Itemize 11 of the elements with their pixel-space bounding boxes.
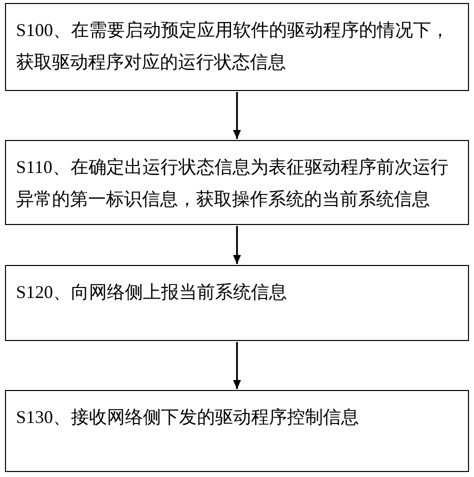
process-box xyxy=(5,140,469,225)
arrow xyxy=(233,226,241,264)
step-text: S120、向网络侧上报当前系统信息 xyxy=(16,281,288,304)
arrow xyxy=(233,342,241,389)
step-text: S110、在确定出运行状态信息为表征驱动程序前次运行异常的第一标识信息，获取操作系统的当前系统信息 xyxy=(16,156,450,211)
step-text: S100、在需要启动预定应用软件的驱动程序的情况下，获取驱动程序对应的运行状态信息 xyxy=(16,19,450,74)
process-box xyxy=(5,3,469,91)
arrow xyxy=(233,92,241,139)
process-box xyxy=(5,265,469,341)
process-box xyxy=(5,390,469,472)
step-text: S130、接收网络侧下发的驱动程序控制信息 xyxy=(16,406,360,429)
